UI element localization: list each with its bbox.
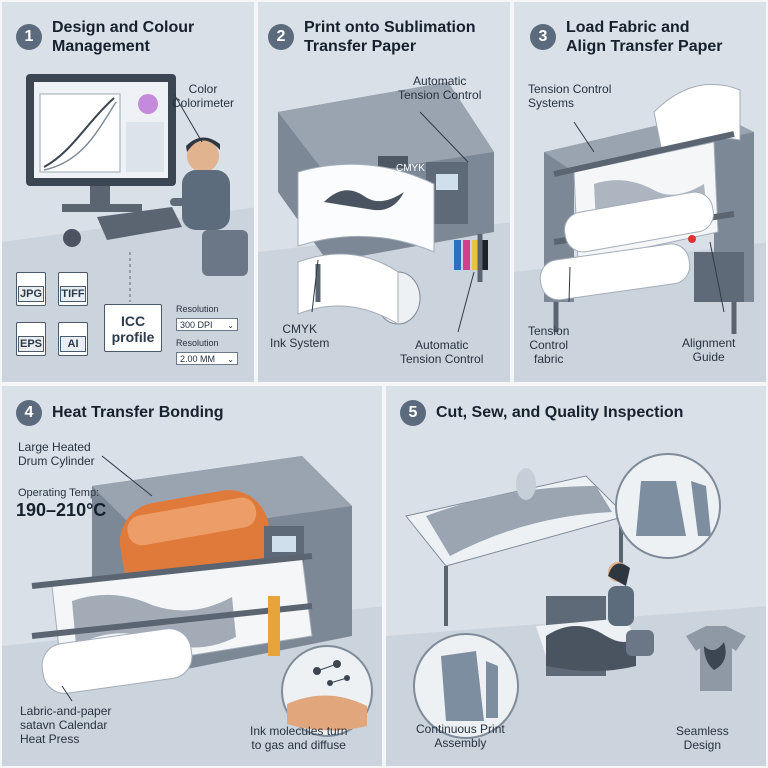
tension-fabric-label: Tension Control fabric (528, 324, 570, 366)
ink-molecules-label: Ink molecules turn to gas and diffuse (250, 724, 348, 752)
panel-title-4: Heat Transfer Bonding (52, 404, 224, 421)
step-badge-4: 4 (16, 400, 42, 426)
alignment-laser (688, 235, 696, 243)
cmyk-printer-label: CMYK (396, 163, 425, 174)
file-tiff-icon: TIFF (58, 272, 88, 306)
colorimeter-label: Color Colorimeter (172, 82, 235, 110)
resolution-label-a: Resolution (176, 304, 219, 314)
cut-sew-illustration (386, 453, 766, 766)
panel-title-3: Load Fabric and Align Transfer Paper (566, 19, 723, 55)
keyboard (97, 207, 182, 240)
printer-illustration (258, 82, 510, 382)
colorwheel-icon (138, 94, 158, 114)
seamless-design-label: Seamless Design (676, 724, 729, 752)
panel-title-2: Print onto Sublimation Transfer Paper (304, 19, 476, 55)
chevron-down-icon: ⌄ (227, 355, 234, 364)
designer (182, 170, 230, 230)
panel-design: 1 Design and Colour Management Color Col… (0, 0, 256, 384)
panel-print: 2 Print onto Sublimation Transfer Paper … (256, 0, 512, 384)
file-ai-icon: AI (58, 322, 88, 356)
colorimeter-device (63, 229, 81, 247)
step-badge-5: 5 (400, 400, 426, 426)
chevron-down-icon: ⌄ (227, 321, 234, 330)
panel-cut-sew: 5 Cut, Sew, and Quality Inspection Conti… (384, 384, 768, 768)
drum-label: Large Heated Drum Cylinder (18, 440, 95, 468)
resolution-select-b[interactable]: 2.00 MM⌄ (176, 352, 238, 365)
panel-load-fabric: 3 Load Fabric and Align Transfer Paper T… (512, 0, 768, 384)
calendar-press-label: Labric-and-paper satavn Calendar Heat Pr… (20, 704, 112, 746)
ink-system-label: CMYK Ink System (270, 322, 330, 350)
panel-heat-transfer: 4 Heat Transfer Bonding Large Heated Dru… (0, 384, 384, 768)
tension-systems-label: Tension Control Systems (528, 82, 612, 110)
fabric-loader-illustration (514, 83, 766, 382)
file-eps-icon: EPS (16, 322, 46, 356)
operating-temp-value: 190–210°C (16, 500, 107, 520)
heat-press-illustration (2, 455, 382, 766)
tension-control-top-label: Automatic Tension Control (398, 74, 482, 102)
panel-title-1: Design and Colour Management (52, 19, 195, 55)
panel-title-5: Cut, Sew, and Quality Inspection (436, 404, 684, 421)
resolution-select-a[interactable]: 300 DPI⌄ (176, 318, 238, 331)
alignment-guide-label: Alignment Guide (682, 336, 736, 364)
step-badge-3: 3 (530, 24, 556, 50)
step-badge-1: 1 (16, 24, 42, 50)
tension-control-bottom-label: Automatic Tension Control (400, 338, 484, 366)
icc-profile-icon: ICC profile (104, 304, 162, 352)
file-jpg-icon: JPG (16, 272, 46, 306)
resolution-label-b: Resolution (176, 338, 219, 348)
operating-temp-label: Operating Temp: (18, 487, 100, 499)
continuous-print-label: Continuous Print Assembly (416, 722, 505, 750)
step-badge-2: 2 (268, 24, 294, 50)
